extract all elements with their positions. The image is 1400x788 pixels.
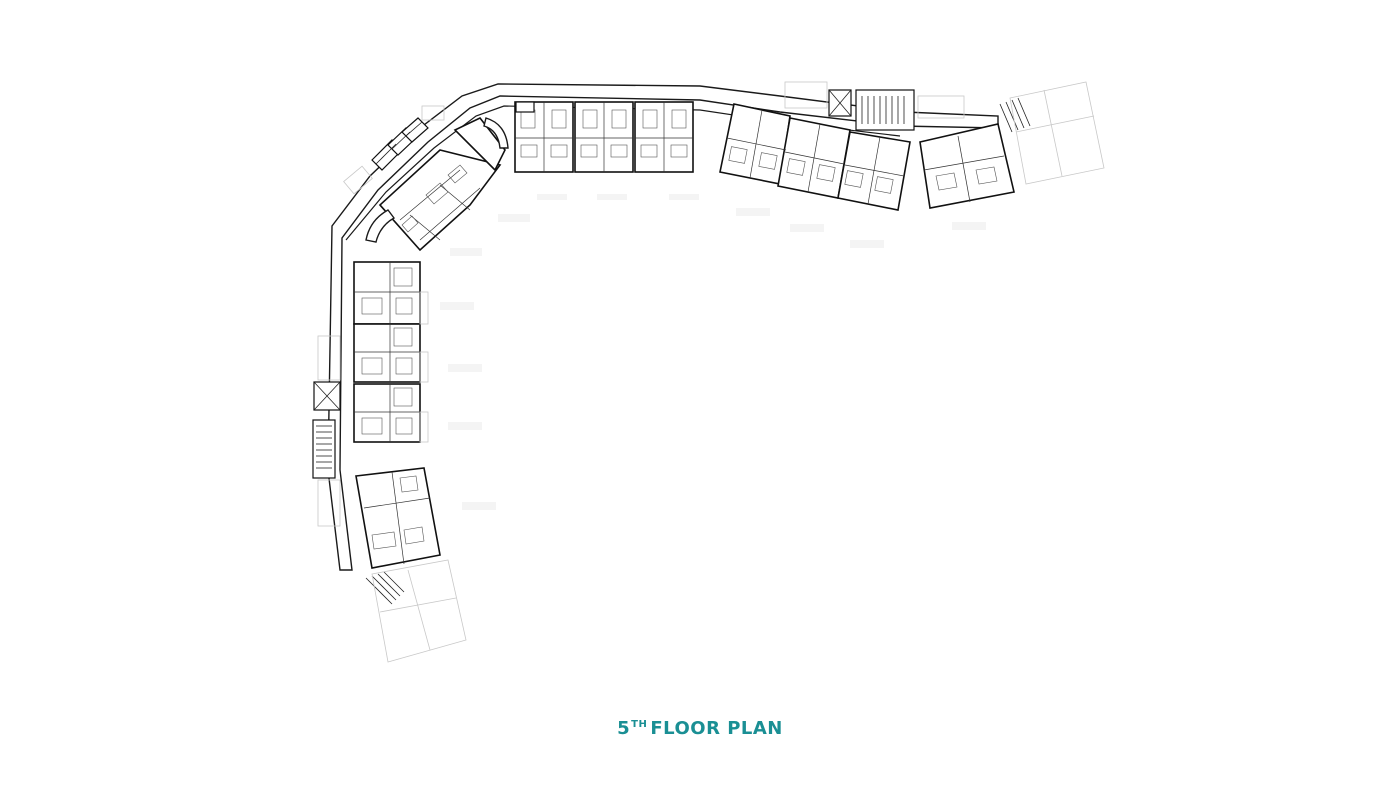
top-stair-core (784, 81, 965, 131)
title-ordinal-suffix: TH (631, 719, 648, 730)
title-main-text: FLOOR PLAN (650, 718, 783, 739)
top-units (514, 101, 694, 173)
unit-annotations (440, 194, 986, 510)
right-units (719, 81, 1105, 211)
lower-left-unit (355, 467, 467, 663)
title-floor-number: 5 (617, 718, 631, 739)
diagonal-balconies (343, 105, 445, 195)
corner-units (365, 117, 509, 252)
left-stair-core (312, 335, 341, 527)
left-units (353, 261, 429, 443)
